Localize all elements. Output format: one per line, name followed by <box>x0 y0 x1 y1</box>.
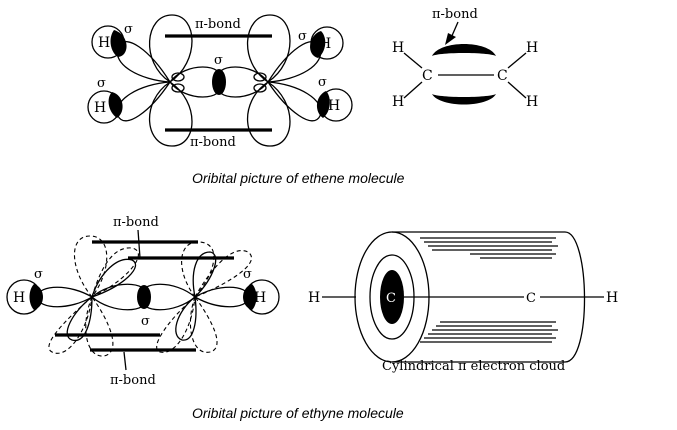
ethyne-left-p-orbital-up-b <box>91 247 139 299</box>
ethyne-cylinder-c-right: C <box>526 291 536 306</box>
ethyne-cylinder-h-right: H <box>606 290 618 306</box>
ethene-left-back-lobe-2 <box>171 83 185 93</box>
ethene-sigma-label-bl: σ <box>97 76 106 91</box>
ethene-simple-bond-br <box>507 81 527 99</box>
ethene-ch-sigma-overlap-tl <box>110 30 127 57</box>
ethene-simple-bond-tr <box>507 52 527 69</box>
ethene-simple-pi-cloud-bottom <box>432 94 496 105</box>
ethene-simple-h-tr: H <box>526 40 538 56</box>
ethene-sigma-label-tr: σ <box>298 29 307 44</box>
ethene-right-p-orbital-up <box>246 14 291 83</box>
ethyne-right-p-solid-up <box>192 251 217 299</box>
ethyne-right-p-solid-down <box>175 295 197 341</box>
ethene-simple-pi-cloud-top <box>432 44 496 56</box>
ethene-h-label-top-right: H <box>319 36 331 52</box>
ethene-right-back-lobe-2 <box>253 83 267 93</box>
ethene-simple-h-br: H <box>526 94 538 110</box>
ethene-pi-bond-label-top: π-bond <box>195 17 241 32</box>
ethyne-pi-bond-leader-top <box>137 229 141 259</box>
ethyne-cylinder-c-left: C <box>386 291 396 306</box>
ethene-simple-pi-arrowhead <box>445 33 456 45</box>
ethene-left-back-lobe <box>171 72 185 82</box>
ethene-sigma-label-tl: σ <box>124 22 133 37</box>
ethyne-left-p-solid-up <box>90 258 137 299</box>
ethyne-pi-bond-label-bottom: π-bond <box>110 373 156 388</box>
ethene-simple-h-tl: H <box>392 40 404 56</box>
ethene-cc-sigma-overlap <box>212 69 226 95</box>
ethyne-h-label-left: H <box>13 290 25 306</box>
ethene-right-back-lobe <box>253 72 267 82</box>
ethyne-sigma-label-left: σ <box>34 267 43 282</box>
ethene-caption: Oribital picture of ethene molecule <box>192 170 405 186</box>
ethene-simple-pi-bond-label: π-bond <box>432 7 478 22</box>
ethyne-pi-bond-leader-bottom <box>123 351 127 371</box>
ethyne-left-p-orbital-up-a <box>73 235 108 298</box>
ethyne-cylinder-shading-bottom <box>420 321 558 343</box>
ethene-right-sp2-lobe-down <box>266 81 322 122</box>
ethyne-sigma-label-cc: σ <box>141 314 150 329</box>
ethene-h-label-bottom-left: H <box>94 100 106 116</box>
ethene-right-p-orbital-down <box>246 81 291 147</box>
ethyne-orbital-picture: π-bond π-bond σ H σ <box>6 215 280 388</box>
ethyne-ch-sigma-overlap-left <box>29 284 43 310</box>
ethyne-cylinder: H C C H Cylindrical π electron <box>308 231 618 374</box>
ethene-simple-bond-bl <box>403 81 423 99</box>
ethyne-caption: Oribital picture of ethyne molecule <box>192 405 404 421</box>
ethyne-sigma-label-right: σ <box>243 267 252 282</box>
ethene-simple-c-left: C <box>422 68 433 84</box>
ethyne-right-p-orbital-down-a <box>156 295 196 353</box>
ethene-h-label-bottom-right: H <box>328 98 340 114</box>
ethene-simple-structure: π-bond C C H H H H <box>392 7 538 110</box>
ethyne-left-p-orbital-down-a <box>48 295 93 354</box>
ethyne-right-sp-lobe-h <box>193 286 251 308</box>
ethyne-right-p-orbital-up-a <box>181 241 215 298</box>
ethyne-cylinder-shading-top <box>420 237 558 259</box>
ethyne-left-p-solid-down <box>66 295 93 341</box>
ethyne-ch-sigma-overlap-right <box>243 284 257 310</box>
ethyne-pi-bond-label-top: π-bond <box>113 215 159 230</box>
ethene-ch-sigma-overlap-tr <box>310 31 326 58</box>
ethene-simple-h-bl: H <box>392 94 404 110</box>
ethene-orbital-picture: π-bond π-bond σ H σ H σ <box>87 14 353 150</box>
ethyne-cylinder-h-left: H <box>308 290 320 306</box>
ethene-ch-sigma-overlap-br <box>316 91 330 118</box>
ethene-h-label-top-left: H <box>98 35 110 51</box>
ethene-simple-c-right: C <box>497 68 508 84</box>
ethene-sigma-label-br: σ <box>318 75 327 90</box>
ethene-simple-bond-tl <box>403 52 423 69</box>
ethyne-cc-sigma-overlap <box>137 285 151 309</box>
ethene-left-p-orbital-down <box>148 81 193 147</box>
ethyne-right-p-orbital-down-b <box>189 295 218 353</box>
ethene-sigma-label-cc: σ <box>214 53 223 68</box>
ethene-pi-bond-label-bottom: π-bond <box>190 135 236 150</box>
ethyne-cylinder-label: Cylindrical π electron cloud <box>382 359 565 374</box>
ethyne-cylinder-c-left-blob <box>380 270 404 324</box>
ethene-left-p-orbital-up <box>148 14 193 83</box>
ethyne-h-label-right: H <box>254 290 266 306</box>
ethene-ch-sigma-overlap-bl <box>108 92 123 118</box>
